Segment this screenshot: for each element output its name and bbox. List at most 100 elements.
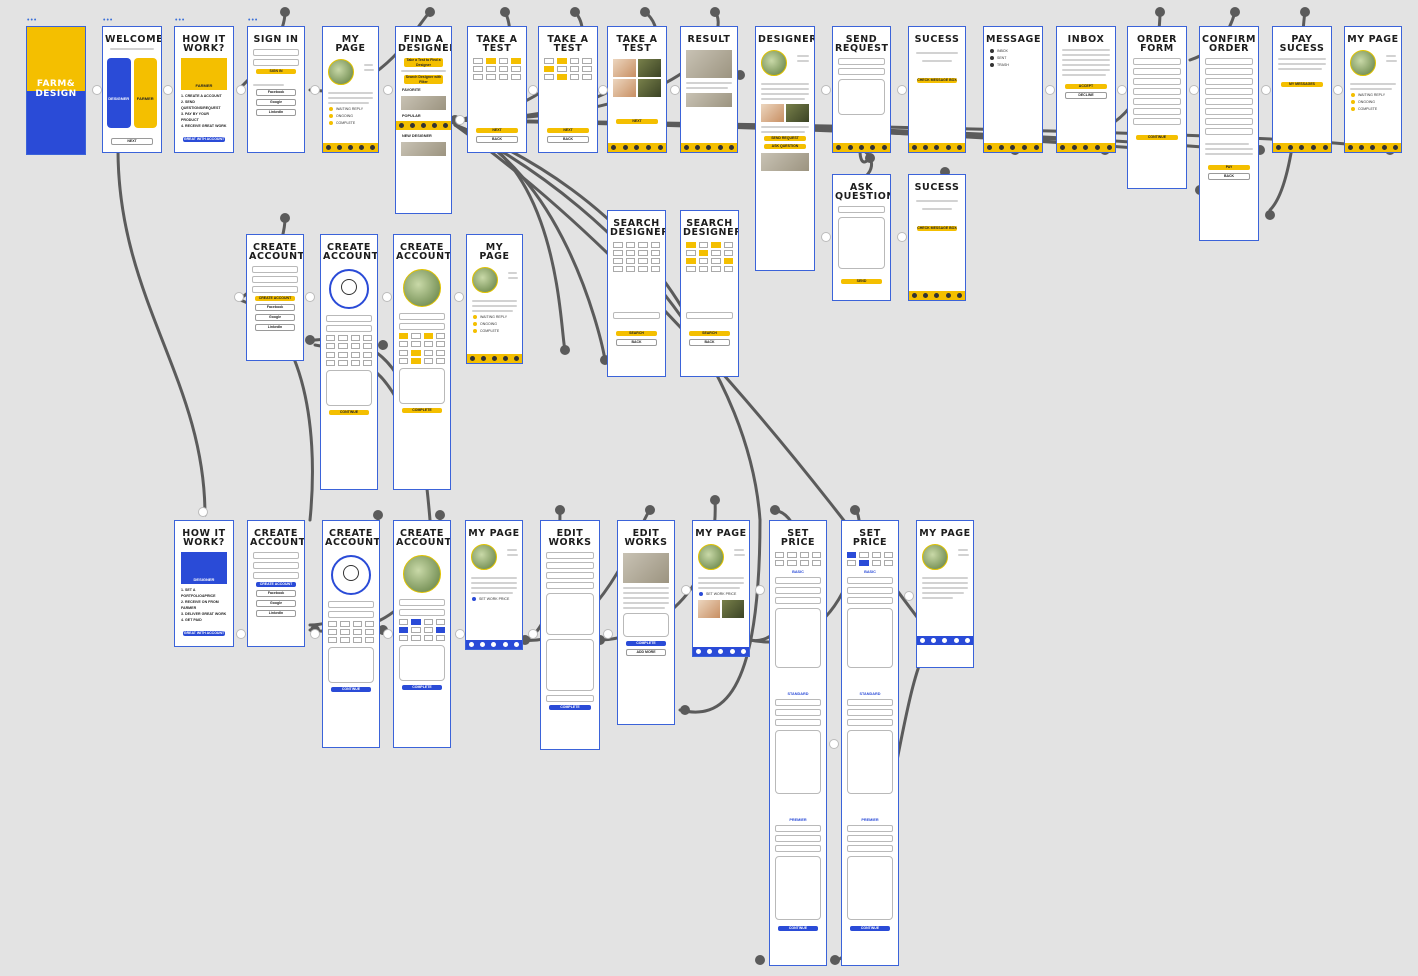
complete-button[interactable]: COMPLETE <box>402 685 442 690</box>
flow-arrow[interactable] <box>1190 86 1198 94</box>
tab-bar[interactable] <box>909 143 965 152</box>
designer-options[interactable] <box>399 350 445 364</box>
tab-bar[interactable] <box>467 354 522 363</box>
continue-button[interactable]: CONTINUE <box>331 687 371 692</box>
tab-bar[interactable] <box>909 291 965 300</box>
next-button[interactable]: NEXT <box>476 128 518 133</box>
flow-arrow[interactable] <box>1334 86 1342 94</box>
flow-arrow[interactable] <box>529 86 537 94</box>
artboard-search-designer-2[interactable]: SEARCH DESIGNER SEARCH BACK <box>680 210 739 377</box>
artboard-create-account-farmer[interactable]: CREATE ACCOUNT CREATE ACCOUNT Facebook G… <box>246 234 304 361</box>
great-with-account-button[interactable]: GREAT WITH ACCOUNT <box>183 631 225 636</box>
request-field[interactable] <box>838 58 885 65</box>
flow-arrow[interactable] <box>456 630 464 638</box>
artboard-find-a-designer[interactable]: FIND A DESIGNER Take a Test to Find a De… <box>395 26 452 214</box>
flow-arrow[interactable] <box>822 233 830 241</box>
package-options[interactable] <box>847 552 893 566</box>
test-options[interactable] <box>473 58 521 80</box>
flow-arrow[interactable] <box>306 293 314 301</box>
package-options[interactable] <box>775 552 821 566</box>
create-account-button[interactable]: CREATE ACCOUNT <box>255 296 295 301</box>
filter-options[interactable] <box>686 242 733 272</box>
artboard-message[interactable]: MESSAGE INBOX SENT TRASH <box>983 26 1043 153</box>
question-message[interactable] <box>838 217 885 269</box>
back-button[interactable]: BACK <box>1208 173 1250 180</box>
linkedin-button[interactable]: LinkedIn <box>256 109 296 116</box>
flow-arrow[interactable] <box>682 586 690 594</box>
tab-bar[interactable] <box>1273 143 1331 152</box>
artboard-sucess-2[interactable]: SUCESS CHECK MESSAGE BOX <box>908 174 966 301</box>
tab-bar[interactable] <box>833 143 890 152</box>
basic-description[interactable] <box>847 608 893 668</box>
flow-arrow[interactable] <box>529 630 537 638</box>
ask-question-button[interactable]: ASK QUESTION <box>764 144 806 149</box>
artboard-confirm-order[interactable]: CONFIRM ORDER PAY BACK <box>1199 26 1259 241</box>
tab-bar[interactable] <box>466 640 522 649</box>
flow-arrow[interactable] <box>898 86 906 94</box>
price-field[interactable] <box>686 312 733 319</box>
back-button[interactable]: BACK <box>689 339 730 346</box>
artboard-welcome[interactable]: WELCOME DESIGNER FARMER NEXT <box>102 26 162 153</box>
linkedin-button[interactable]: LinkedIn <box>255 324 295 331</box>
flow-arrow[interactable] <box>383 293 391 301</box>
artboard-take-a-test-3[interactable]: TAKE A TEST NEXT <box>607 26 667 153</box>
facebook-button[interactable]: Facebook <box>256 89 296 96</box>
artboard-create-account-designer-filled[interactable]: CREATE ACCOUNT COMPLETE <box>393 520 451 748</box>
complete-item[interactable]: COMPLETE <box>1351 107 1395 111</box>
avatar-placeholder[interactable] <box>331 555 371 595</box>
flow-arrow[interactable] <box>905 592 913 600</box>
email-field[interactable] <box>253 49 299 56</box>
continue-button[interactable]: CONTINUE <box>329 410 369 415</box>
tab-bar[interactable] <box>917 636 973 645</box>
great-with-account-button[interactable]: GREAT WITH ACCOUNT <box>183 137 225 142</box>
send-request-button[interactable]: SEND REQUEST <box>764 136 806 141</box>
ongoing-item[interactable]: ONGOING <box>329 114 372 118</box>
artboard-set-price-2[interactable]: SET PRICE BASIC STANDARD PREMIER CONTINU… <box>841 520 899 966</box>
interest-options[interactable] <box>326 335 372 349</box>
standard-description[interactable] <box>775 730 821 794</box>
artboard-my-page-designer-3[interactable]: MY PAGE <box>916 520 974 668</box>
cover-artboard[interactable]: FARM& DESIGN <box>26 26 86 155</box>
artboard-set-price-1[interactable]: SET PRICE BASIC STANDARD PREMIER CONTINU… <box>769 520 827 966</box>
trash-link[interactable]: TRASH <box>990 63 1036 67</box>
works-grid[interactable] <box>761 104 809 122</box>
accept-button[interactable]: ACCEPT <box>1065 84 1107 89</box>
flow-arrow[interactable] <box>671 86 679 94</box>
waiting-reply-item[interactable]: WAITING REPLY <box>1351 93 1395 97</box>
works-grid[interactable] <box>698 600 744 618</box>
ongoing-item[interactable]: ONGOING <box>1351 100 1395 104</box>
password-field[interactable] <box>253 59 299 66</box>
artboard-create-account-photo[interactable]: CREATE ACCOUNT CONTINUE <box>320 234 378 490</box>
tab-bar[interactable] <box>323 143 378 152</box>
upload-box[interactable] <box>546 593 594 635</box>
artboard-my-page-designer[interactable]: MY PAGE SET WORK PRICE <box>465 520 523 650</box>
tab-bar[interactable] <box>681 143 737 152</box>
about-field[interactable] <box>326 370 372 406</box>
artboard-order-form[interactable]: ORDER FORM CONTINUE <box>1127 26 1187 189</box>
about-field[interactable] <box>399 368 445 404</box>
search-filter-button[interactable]: Search Designer with Filter <box>404 75 443 84</box>
artboard-how-it-work-designer[interactable]: HOW IT WORK? DESIGNER 1. SET A PORTFOLIO… <box>174 520 234 647</box>
flow-arrow[interactable] <box>604 630 612 638</box>
flow-arrow[interactable] <box>756 586 764 594</box>
basic-description[interactable] <box>775 608 821 668</box>
linkedin-button[interactable]: LinkedIn <box>256 610 296 617</box>
decline-button[interactable]: DECLINE <box>1065 92 1107 99</box>
tab-bar[interactable] <box>608 143 666 152</box>
image-choices[interactable] <box>613 59 661 97</box>
tab-bar[interactable] <box>984 143 1042 152</box>
price-box[interactable] <box>623 613 669 637</box>
check-message-button[interactable]: CHECK MESSAGE BOX <box>917 78 957 83</box>
flow-arrow[interactable] <box>455 293 463 301</box>
description-field[interactable] <box>546 639 594 691</box>
artboard-how-it-work-farmer[interactable]: HOW IT WORK? FARMER 1. CREATE A ACCOUNT … <box>174 26 234 153</box>
artboard-my-page-2[interactable]: MY PAGE WAITING REPLY ONGOING COMPLETE <box>1344 26 1402 153</box>
standard-description[interactable] <box>847 730 893 794</box>
artboard-designer[interactable]: DESIGNER SEND REQUEST ASK QUESTION <box>755 26 815 271</box>
farmer-card[interactable]: FARMER <box>133 58 157 128</box>
back-button[interactable]: BACK <box>476 136 518 143</box>
continue-button[interactable]: CONTINUE <box>1136 135 1178 140</box>
tab-bar[interactable] <box>693 647 749 656</box>
artboard-send-request[interactable]: SEND REQUEST <box>832 26 891 153</box>
inbox-link[interactable]: INBOX <box>990 49 1036 53</box>
